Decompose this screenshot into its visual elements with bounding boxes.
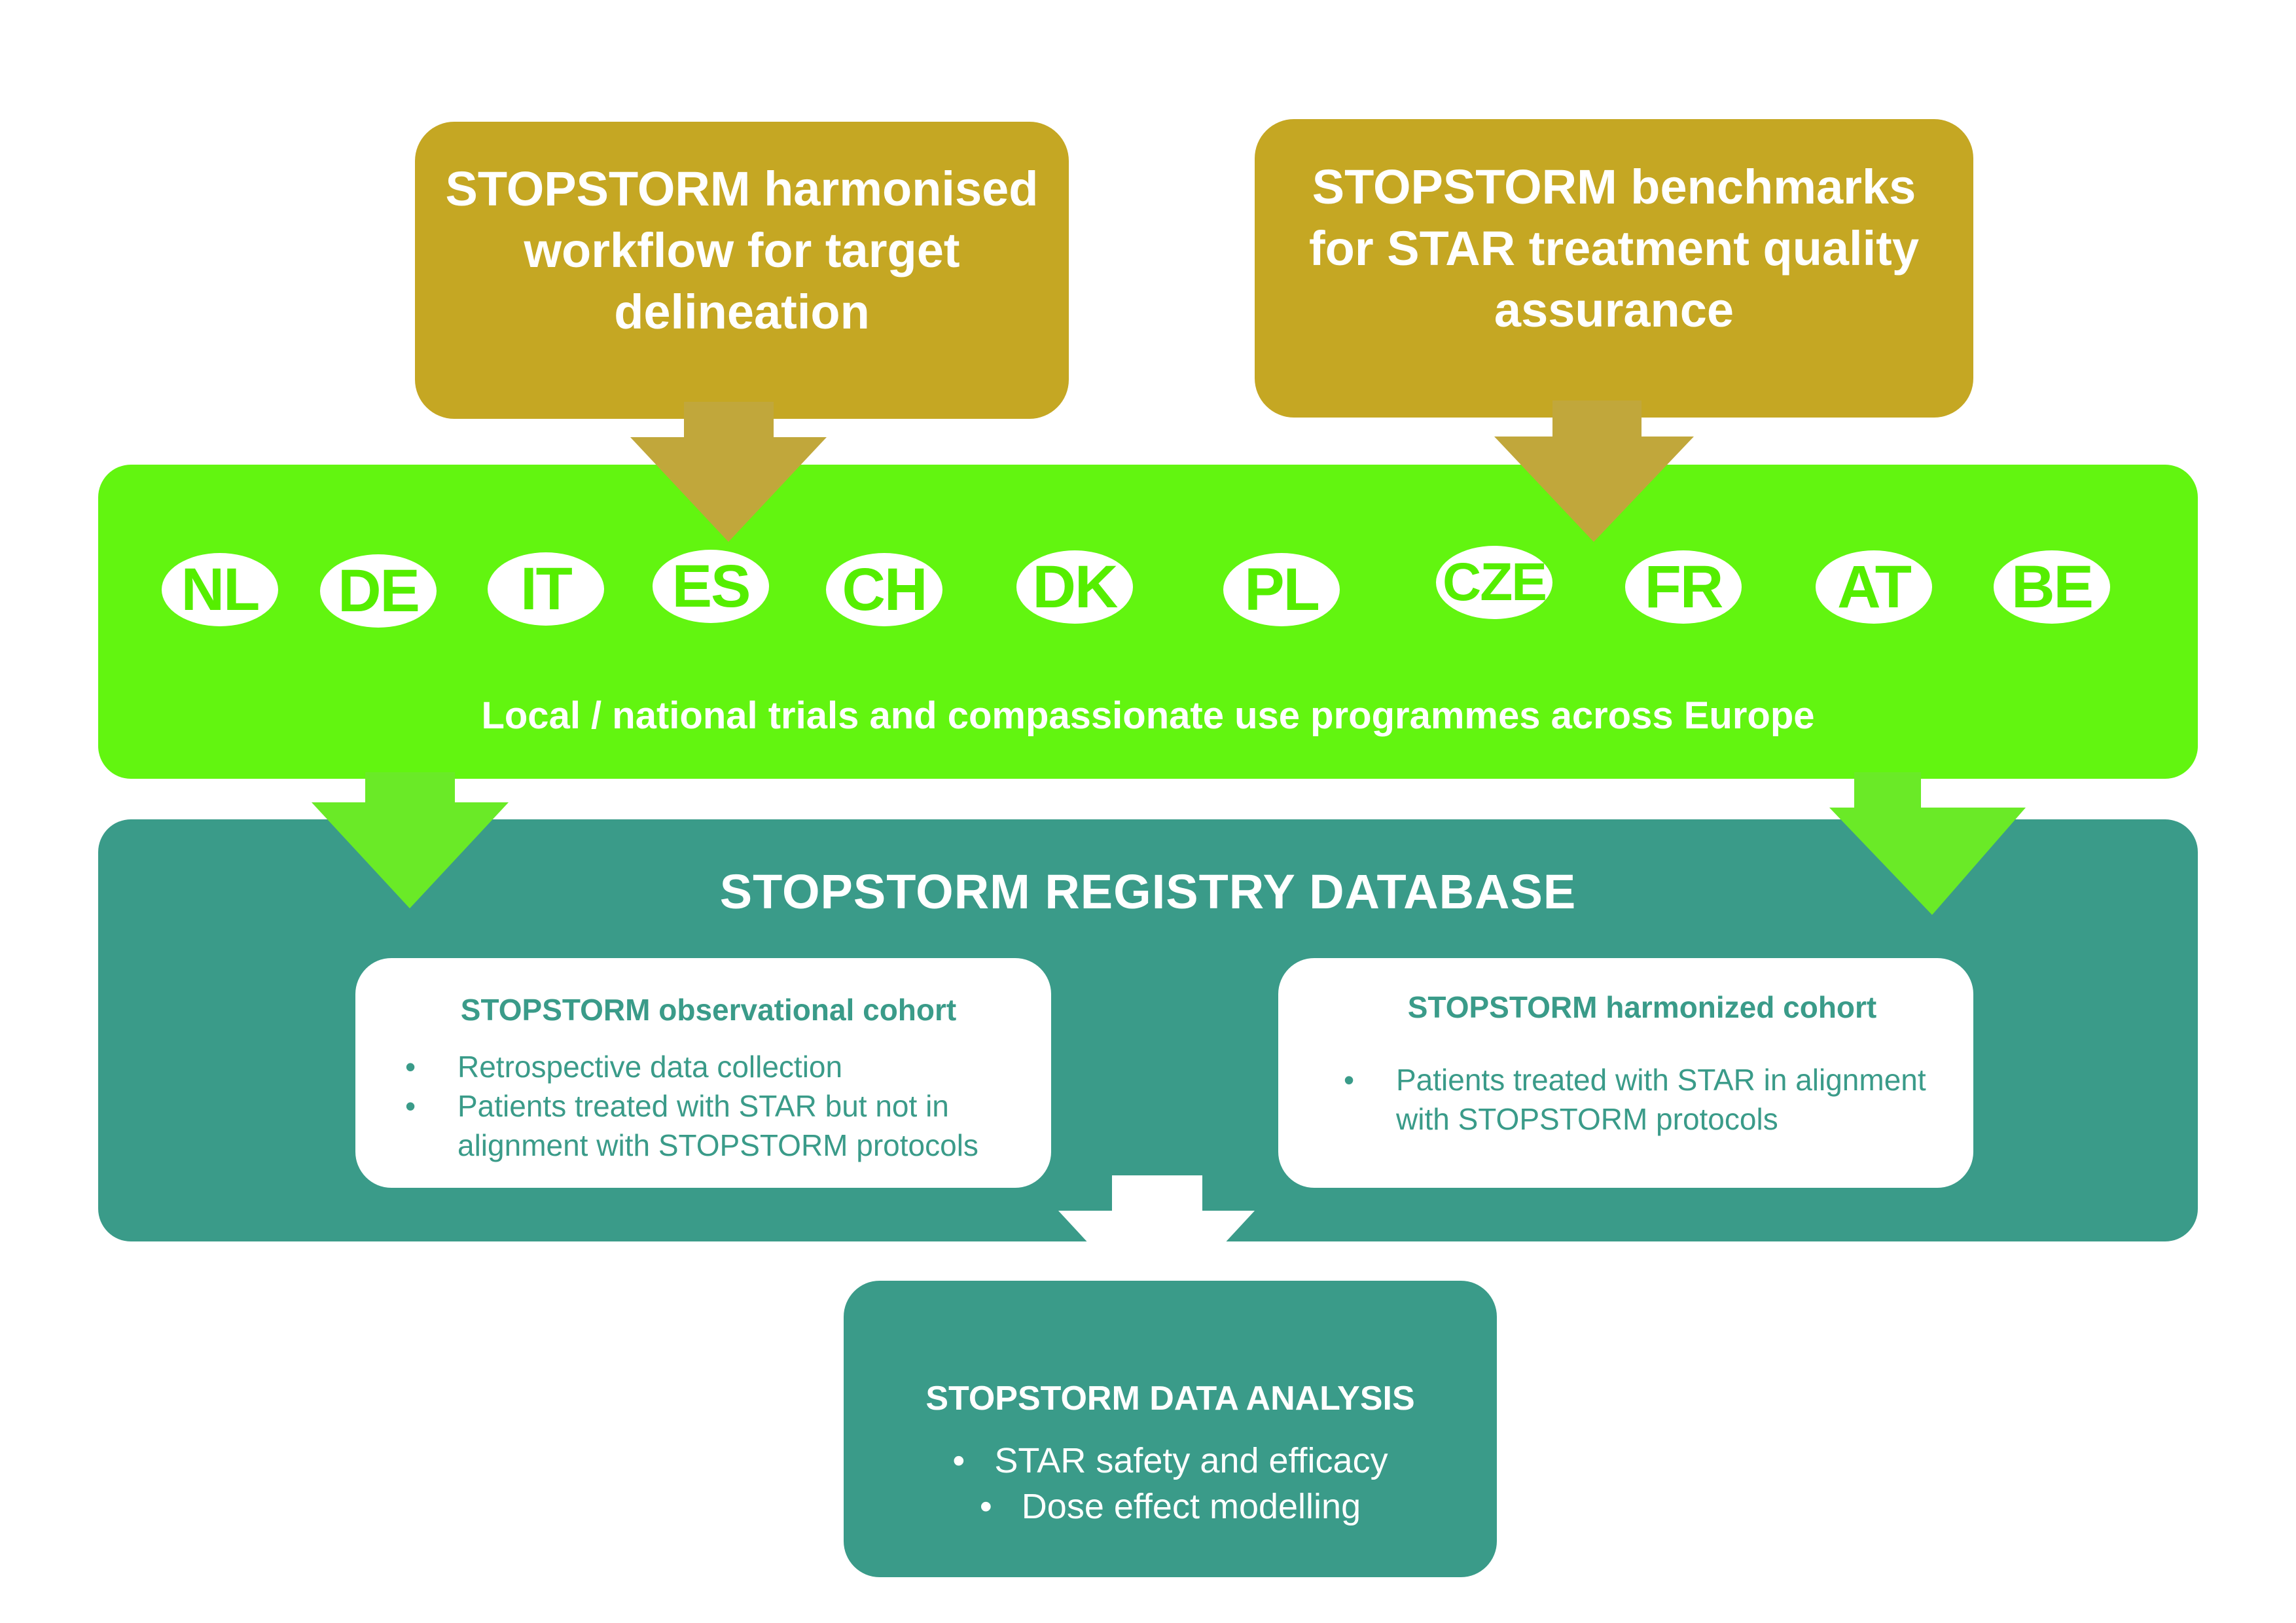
country-badge-be: BE [1994,550,2110,624]
bullet-icon: • [952,1441,965,1480]
benchmarks-box: STOPSTORM benchmarks for STAR treatment … [1255,119,1973,418]
arrow-down-icon [1058,1175,1255,1317]
trials-band [98,465,2198,779]
cohort-title: STOPSTORM harmonized cohort [1407,990,1877,1024]
cohort-title: STOPSTORM observational cohort [460,993,957,1027]
benchmarks-box-text: STOPSTORM benchmarks for STAR treatment … [1309,160,1919,337]
workflow-box-text: STOPSTORM harmonised workflow for target… [445,162,1039,339]
bullet-icon: • [405,1050,416,1084]
country-badge-cze: CZE [1436,546,1552,619]
country-badge-at: AT [1816,550,1932,624]
arrow-down-icon [1494,401,1694,542]
list-item: •Patients treated with STAR in alignment… [1344,1060,1941,1139]
harmonized-cohort-box: STOPSTORM harmonized cohort •Patients tr… [1278,958,1973,1188]
country-badge-es: ES [653,550,769,623]
country-badge-ch: CH [826,553,942,626]
list-item: •Retrospective data collection [405,1047,1012,1086]
analysis-title: STOPSTORM DATA ANALYSIS [925,1380,1415,1418]
bullet-icon: • [405,1089,416,1123]
country-badge-nl: NL [162,553,278,626]
country-badge-dk: DK [1016,550,1133,624]
bullet-icon: • [979,1487,992,1526]
trials-caption: Local / national trials and compassionat… [481,694,1815,737]
country-badge-it: IT [488,552,604,626]
registry-title: STOPSTORM REGISTRY DATABASE [719,865,1577,919]
list-item: •Patients treated with STAR but not in a… [405,1086,1012,1165]
list-item: • STAR safety and efficacy [952,1441,1388,1480]
country-badge-fr: FR [1625,550,1742,624]
arrow-down-icon [312,772,509,908]
country-badge-pl: PL [1223,553,1340,626]
arrow-down-icon [630,402,827,542]
analysis-box: STOPSTORM DATA ANALYSIS • STAR safety an… [844,1281,1497,1577]
country-badge-de: DE [320,554,437,628]
list-item: • Dose effect modelling [979,1487,1361,1526]
observational-cohort-box: STOPSTORM observational cohort •Retrospe… [355,958,1051,1188]
workflow-box: STOPSTORM harmonised workflow for target… [415,122,1069,419]
bullet-icon: • [1344,1063,1355,1097]
arrow-down-icon [1829,772,2026,915]
